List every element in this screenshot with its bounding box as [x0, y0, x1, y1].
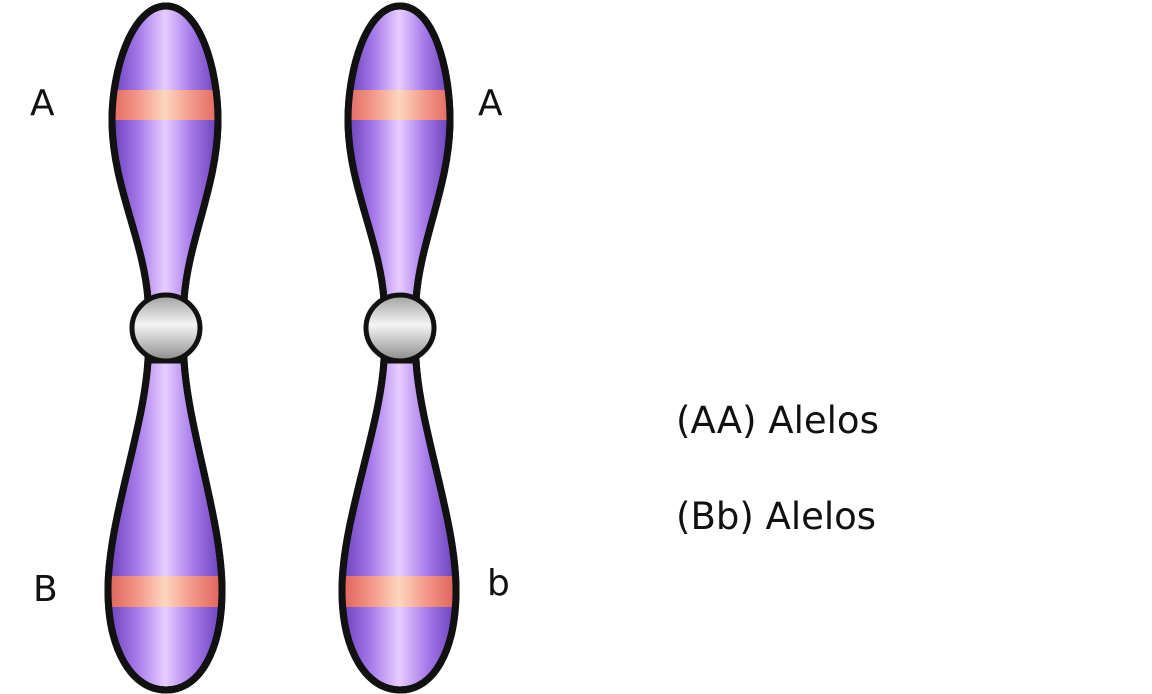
legend-close-paren: )	[742, 399, 757, 442]
chromosome-2-top-allele-label: A	[478, 83, 503, 124]
allele-band-top	[112, 90, 218, 120]
chromosome-2	[338, 2, 460, 694]
allele-band-top	[348, 90, 450, 120]
lower-arm	[104, 356, 226, 694]
chromosome-1-top-allele-label: A	[30, 83, 55, 124]
chromosome-1-bottom-allele-label: B	[33, 569, 58, 610]
legend-text: Alelos	[753, 495, 877, 538]
legend-text: Alelos	[756, 399, 879, 442]
chromosome-1	[104, 2, 226, 694]
legend-genotype: AA	[690, 399, 743, 442]
legend-aa-alelos: (AA) Alelos	[676, 402, 879, 439]
upper-arm	[108, 2, 222, 304]
centromere	[363, 292, 437, 364]
lower-arm	[338, 356, 460, 694]
legend-close-paren: )	[739, 495, 754, 538]
allele-band-bottom	[108, 576, 222, 607]
legend-bb-alelos: (Bb) Alelos	[676, 498, 876, 535]
legend-open-paren: (	[676, 495, 691, 538]
legend-genotype: Bb	[690, 495, 740, 538]
allele-band-bottom	[342, 576, 456, 607]
chromosome-2-bottom-allele-label: b	[487, 563, 510, 604]
legend-open-paren: (	[676, 399, 691, 442]
centromere	[129, 292, 203, 364]
upper-arm	[344, 2, 454, 304]
